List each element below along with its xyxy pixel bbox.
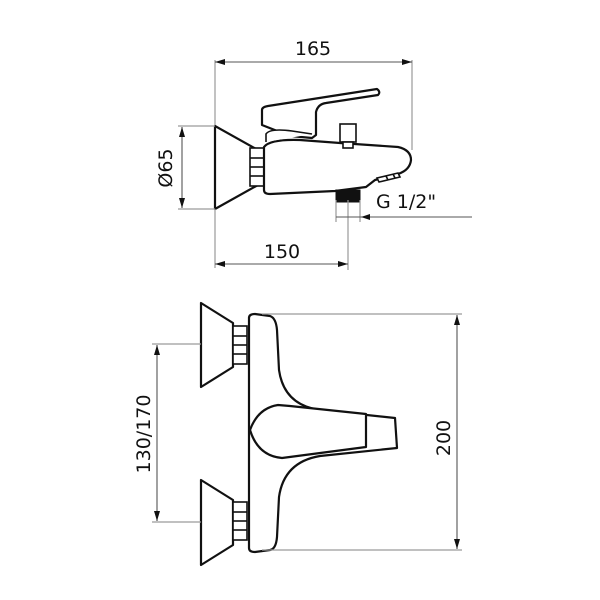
top-upper-nut	[232, 325, 248, 365]
side-aerator	[375, 172, 402, 183]
dimension-inlet-spacing: 130/170	[133, 343, 201, 523]
side-mixer-body	[262, 138, 413, 196]
side-diverter-knob	[339, 123, 357, 149]
dimension-150-label: 150	[264, 241, 300, 263]
side-connector-nut	[249, 147, 265, 187]
dimension-165: 165	[214, 38, 413, 150]
top-lower-nut	[232, 501, 248, 541]
top-upper-flange	[199, 301, 235, 389]
thread-label: G 1/2"	[376, 191, 436, 213]
dimension-thread: G 1/2"	[335, 191, 472, 270]
dimension-200: 200	[262, 313, 462, 551]
dimension-165-label: 165	[295, 38, 331, 60]
inlet-spacing-label: 130/170	[133, 395, 155, 474]
side-view: 165	[155, 38, 472, 270]
dimension-150: 150	[214, 209, 348, 268]
dimension-diameter: Ø65	[155, 125, 215, 210]
top-lower-flange	[199, 478, 235, 567]
side-lever-handle	[260, 87, 381, 140]
diameter-label: Ø65	[155, 148, 177, 187]
dimension-200-label: 200	[433, 420, 455, 456]
top-lever-handle	[248, 403, 368, 460]
top-view: 130/170 200	[133, 301, 462, 567]
side-lever-base	[265, 129, 313, 142]
